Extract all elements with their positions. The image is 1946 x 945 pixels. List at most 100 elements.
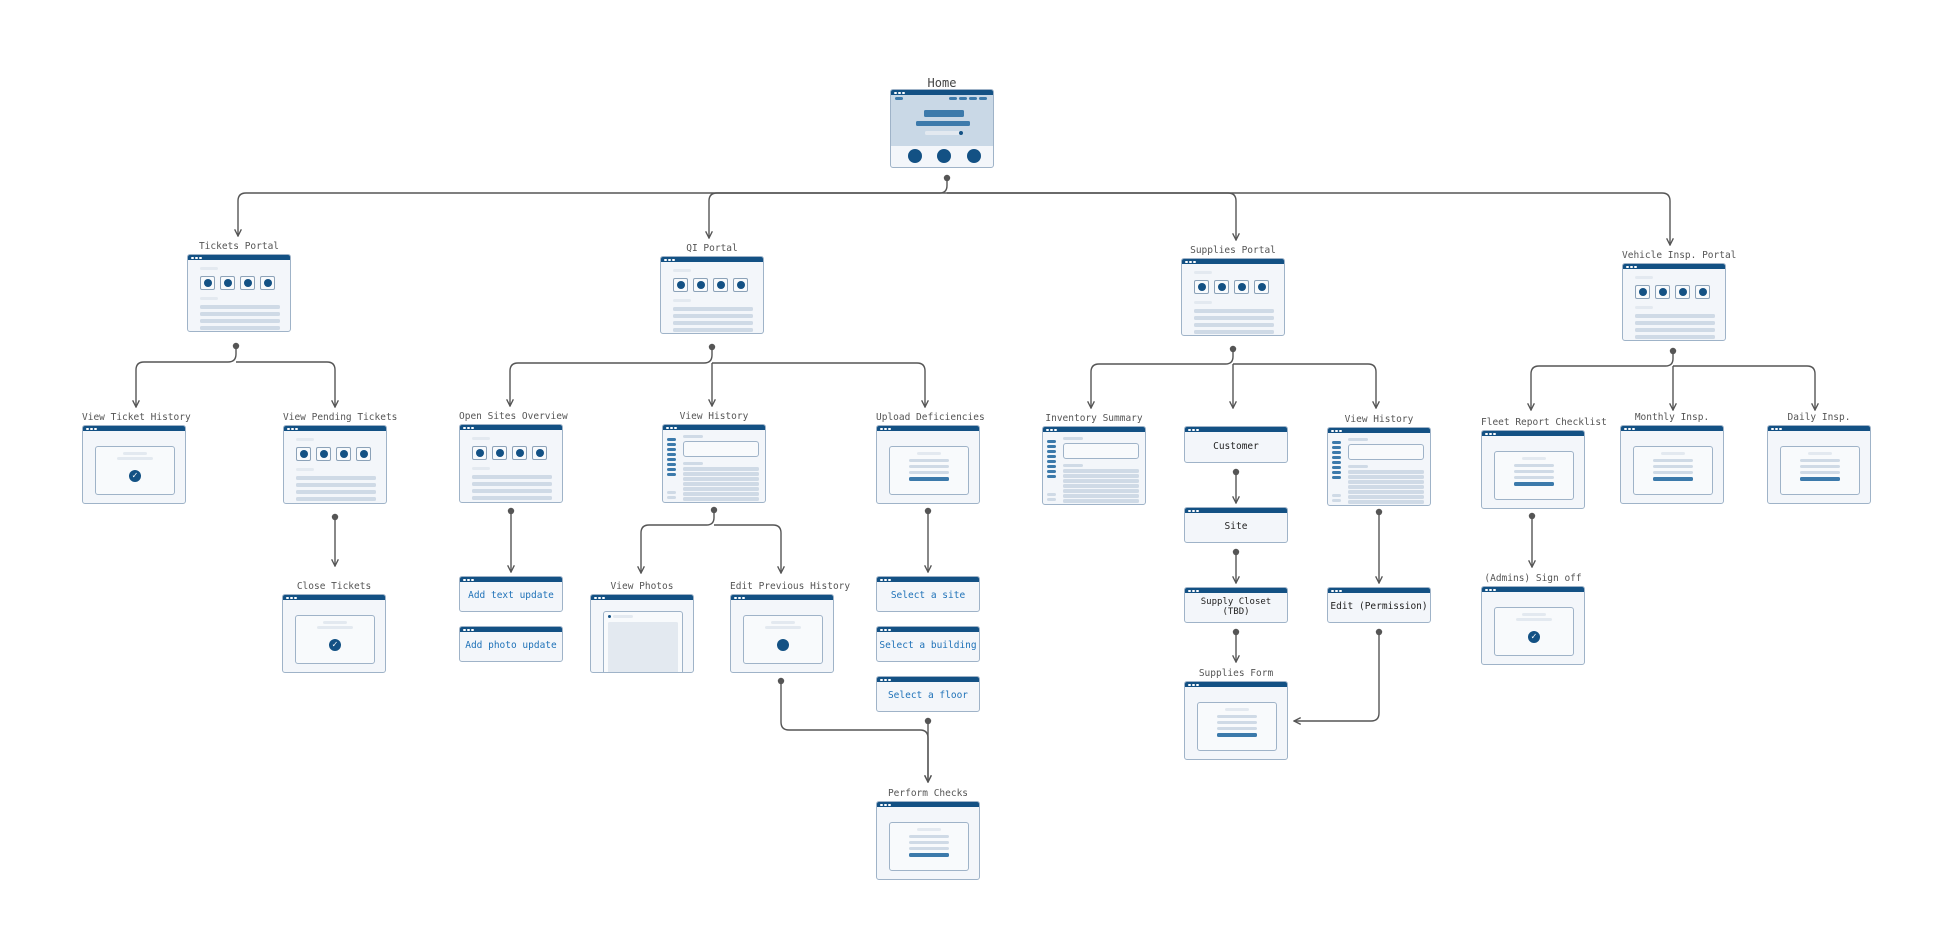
connector-arrow	[1673, 365, 1815, 410]
window-dot-icon	[1630, 265, 1633, 268]
node-monthly-insp[interactable]: Monthly Insp.	[1620, 412, 1724, 504]
window-dot-icon	[1196, 509, 1199, 512]
node-home[interactable]: Home	[890, 76, 994, 168]
skeleton-line	[200, 305, 280, 309]
window-titlebar	[1185, 682, 1287, 687]
skeleton-line	[1348, 490, 1424, 494]
skeleton-line	[1348, 480, 1424, 484]
node-qi-view-history[interactable]: View History	[662, 411, 766, 503]
skeleton-line	[909, 459, 949, 462]
node-site[interactable]: Site	[1184, 507, 1288, 543]
skeleton-line	[979, 97, 987, 100]
skeleton-line	[1348, 470, 1424, 474]
node-select-site[interactable]: Select a site	[876, 576, 980, 612]
skeleton-line	[472, 475, 552, 479]
node-add-photo-update[interactable]: Add photo update	[459, 626, 563, 662]
record-dot-icon	[777, 639, 789, 651]
node-upload-deficiencies[interactable]: Upload Deficiencies	[876, 412, 985, 504]
window-dot-icon	[1050, 428, 1053, 431]
skeleton-line	[909, 465, 949, 468]
skeleton-line	[924, 110, 964, 117]
node-open-sites-overview[interactable]: Open Sites Overview	[459, 411, 568, 503]
screen-thumbnail	[1767, 425, 1871, 504]
node-supplies-portal[interactable]: Supplies Portal	[1181, 245, 1285, 336]
skeleton-line	[1217, 733, 1257, 737]
connector-origin-dot	[943, 174, 951, 182]
node-daily-insp[interactable]: Daily Insp.	[1767, 412, 1871, 504]
node-label: Daily Insp.	[1787, 412, 1851, 423]
skeleton-line	[1047, 470, 1056, 473]
node-label: Close Tickets	[296, 581, 372, 592]
tile-dot-icon	[1237, 283, 1246, 291]
window-dot-icon	[1189, 260, 1192, 263]
skeleton-line	[667, 496, 676, 499]
skeleton-line	[1332, 466, 1341, 469]
node-admins-sign-off[interactable]: (Admins) Sign off✓	[1481, 573, 1585, 665]
skeleton-line	[1194, 271, 1212, 274]
window-titlebar	[1623, 264, 1725, 269]
node-perform-checks[interactable]: Perform Checks	[876, 788, 980, 880]
node-inventory-summary[interactable]: Inventory Summary	[1042, 413, 1146, 505]
app-tile-icon	[673, 278, 688, 292]
checkmark-icon: ✓	[1528, 631, 1540, 643]
screen-thumbnail	[1481, 430, 1585, 509]
skeleton-line	[895, 97, 903, 100]
window-dot-icon	[291, 427, 294, 430]
tile-dot-icon	[1658, 288, 1667, 296]
connector-origin-dot	[1375, 508, 1383, 516]
skeleton-line	[1516, 618, 1552, 621]
node-view-pending-tickets[interactable]: View Pending Tickets	[283, 412, 397, 504]
window-titlebar	[877, 426, 979, 431]
window-dot-icon	[463, 426, 466, 429]
skeleton-line	[1653, 477, 1693, 481]
skeleton-line	[1635, 306, 1653, 309]
action-label: Edit (Permission)	[1330, 601, 1428, 613]
node-label: Vehicle Insp. Portal	[1622, 250, 1737, 261]
window-titlebar	[1621, 426, 1723, 431]
node-edit-permission[interactable]: Edit (Permission)	[1327, 587, 1431, 623]
node-qi-portal[interactable]: QI Portal	[660, 243, 764, 334]
skeleton-line	[200, 319, 280, 323]
tile-dot-icon	[676, 281, 685, 289]
node-select-floor[interactable]: Select a floor	[876, 676, 980, 712]
window-dot-icon	[666, 426, 669, 429]
node-view-ticket-history[interactable]: View Ticket History✓	[82, 412, 191, 504]
window-dot-icon	[90, 427, 93, 430]
connector-arrow	[510, 347, 713, 406]
skeleton-line	[1514, 482, 1554, 486]
skeleton-line	[673, 314, 753, 318]
connector-origin-dot	[507, 507, 515, 515]
tile-dot-icon	[515, 449, 524, 457]
node-supplies-view-history[interactable]: View History	[1327, 414, 1431, 506]
skeleton-line	[667, 453, 676, 456]
screen-thumbnail: Edit (Permission)	[1327, 587, 1431, 623]
skeleton-line	[296, 476, 376, 480]
screen-thumbnail: ✓	[1481, 586, 1585, 665]
node-supplies-form[interactable]: Supplies Form	[1184, 668, 1288, 760]
skeleton-line	[1047, 465, 1056, 468]
node-tickets-portal[interactable]: Tickets Portal	[187, 241, 291, 332]
window-titlebar	[1182, 259, 1284, 264]
skeleton-line	[667, 458, 676, 461]
window-dot-icon	[1628, 427, 1631, 430]
node-supply-closet[interactable]: Supply Closet (TBD)	[1184, 587, 1288, 623]
window-dot-icon	[1188, 428, 1191, 431]
skeleton-line	[472, 482, 552, 486]
skeleton-line	[200, 267, 218, 270]
node-view-photos[interactable]: View Photos	[590, 581, 694, 673]
node-edit-previous-history[interactable]: Edit Previous History	[730, 581, 850, 673]
node-close-tickets[interactable]: Close Tickets ✓	[282, 581, 386, 673]
window-dot-icon	[1192, 589, 1195, 592]
screen-thumbnail	[459, 424, 563, 503]
node-vehicle-portal[interactable]: Vehicle Insp. Portal	[1622, 250, 1736, 341]
skeleton-line	[1194, 301, 1212, 304]
checkmark-icon: ✓	[329, 639, 341, 651]
node-select-building[interactable]: Select a building	[876, 626, 980, 662]
node-customer[interactable]: Customer	[1184, 426, 1288, 463]
node-fleet-report-checklist[interactable]: Fleet Report Checklist	[1481, 417, 1607, 509]
skeleton-line	[1194, 316, 1274, 320]
app-tile-icon	[472, 446, 487, 460]
connector-arrow	[1091, 349, 1234, 408]
node-add-text-update[interactable]: Add text update	[459, 576, 563, 612]
